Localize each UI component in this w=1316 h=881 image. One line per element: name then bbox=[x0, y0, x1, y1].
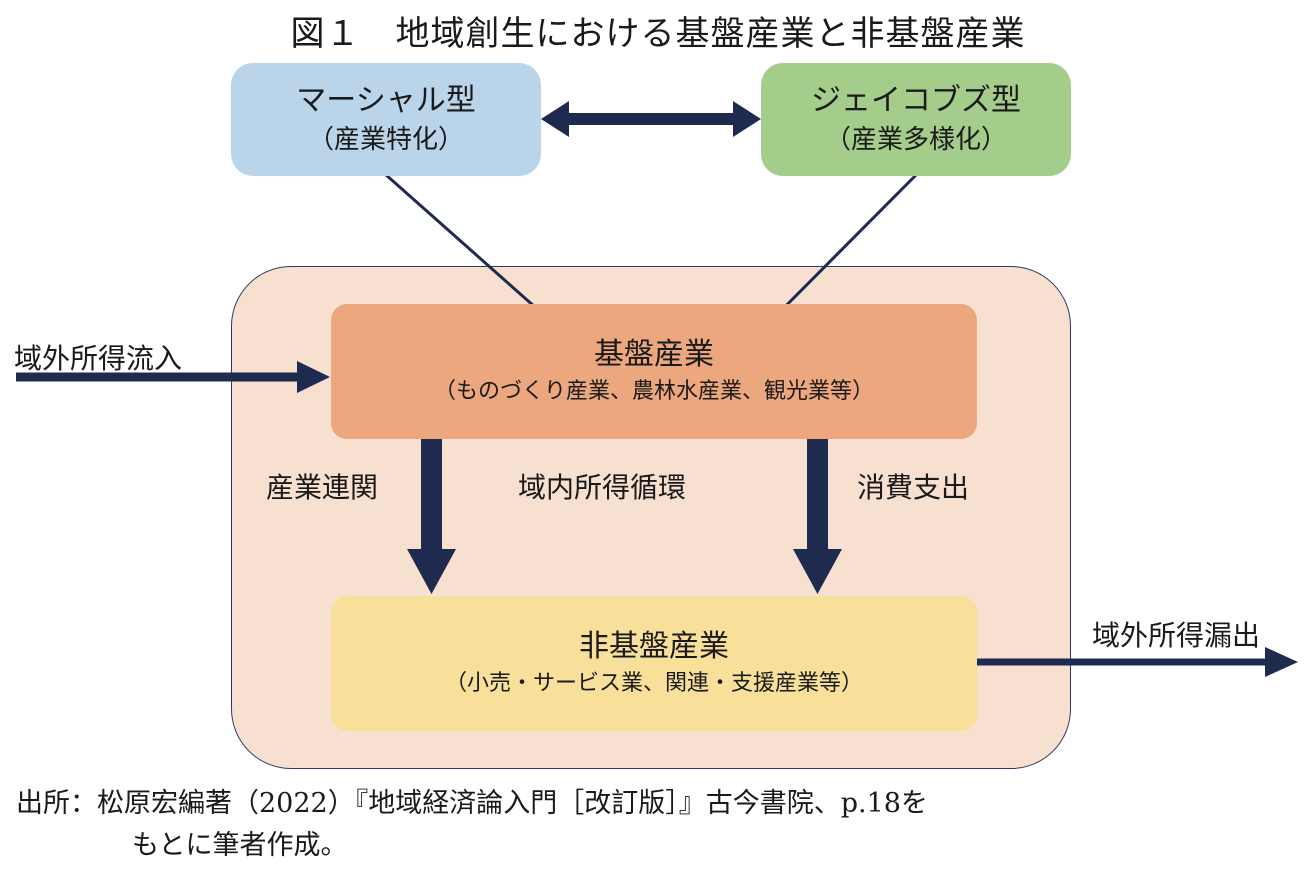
non-basic-industry-title: 非基盤産業 bbox=[579, 628, 729, 664]
jacobs-type-title: ジェイコブズ型 bbox=[811, 82, 1021, 118]
marshall-type-subtitle: （産業特化） bbox=[307, 124, 464, 155]
linkage-arrow-head bbox=[407, 549, 456, 594]
outflow-arrow-head bbox=[1265, 647, 1298, 677]
non-basic-industry-box: 非基盤産業 （小売・サービス業、関連・支援産業等） bbox=[331, 596, 977, 731]
non-basic-industry-examples: （小売・サービス業、関連・支援産業等） bbox=[444, 670, 863, 696]
consumption-arrow-shaft bbox=[807, 439, 828, 551]
figure-title: 図１ 地域創生における基盤産業と非基盤産業 bbox=[290, 14, 1026, 54]
linkage-arrow-shaft bbox=[421, 439, 442, 551]
marshall-type-title: マーシャル型 bbox=[296, 82, 476, 118]
industry-linkage-label: 産業連関 bbox=[266, 471, 379, 504]
source-note-line1: 出所：松原宏編著（2022）『地域経済論入門［改訂版］』古今書院、p.18を bbox=[16, 788, 928, 819]
double-arrow-left-head bbox=[541, 101, 569, 137]
double-arrow-right-head bbox=[733, 101, 761, 137]
inflow-arrow-head bbox=[297, 361, 330, 393]
jacobs-type-subtitle: （産業多様化） bbox=[824, 124, 1007, 155]
basic-industry-box: 基盤産業 （ものづくり産業、農林水産業、観光業等） bbox=[331, 304, 977, 439]
marshall-type-box: マーシャル型 （産業特化） bbox=[231, 63, 541, 176]
income-circulation-label: 域内所得循環 bbox=[518, 471, 687, 504]
consumption-spending-label: 消費支出 bbox=[857, 471, 970, 504]
jacobs-type-box: ジェイコブズ型 （産業多様化） bbox=[761, 63, 1071, 176]
source-note: 出所：松原宏編著（2022）『地域経済論入門［改訂版］』古今書院、p.18を も… bbox=[16, 783, 1306, 867]
income-outflow-label: 域外所得漏出 bbox=[1092, 619, 1261, 652]
source-note-line2: もとに筆者作成。 bbox=[132, 830, 348, 861]
consumption-arrow-head bbox=[793, 549, 842, 594]
income-inflow-label: 域外所得流入 bbox=[14, 342, 183, 375]
basic-industry-examples: （ものづくり産業、農林水産業、観光業等） bbox=[433, 378, 874, 404]
basic-industry-title: 基盤産業 bbox=[594, 336, 714, 372]
